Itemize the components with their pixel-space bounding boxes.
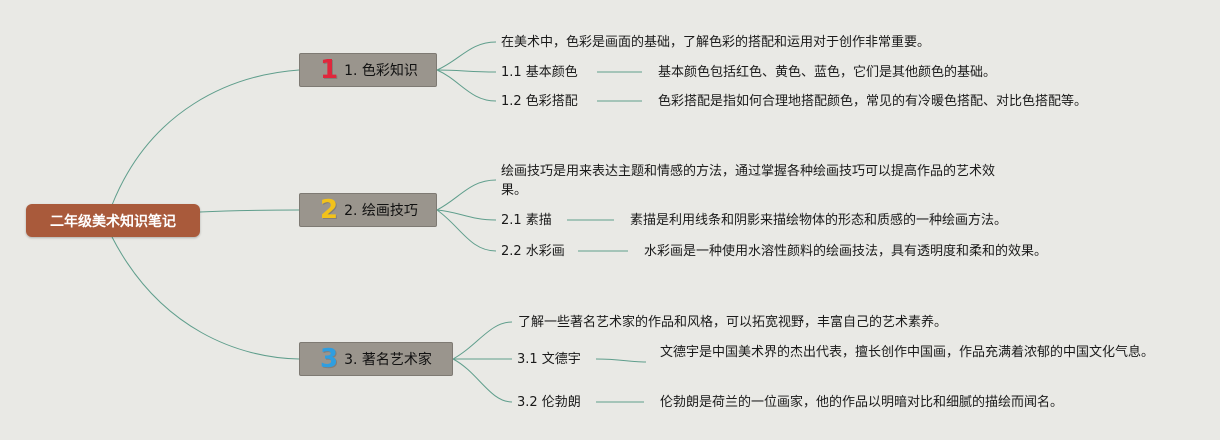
topic-label: 1. 色彩知识 [344, 63, 418, 79]
topic-to-child-connector [436, 209, 497, 221]
topic-intro: 了解一些著名艺术家的作品和风格，可以拓宽视野，丰富自己的艺术素养。 [518, 315, 948, 330]
subtopic-label[interactable]: 2.1 素描 [501, 213, 552, 228]
subtopic-description: 基本颜色包括红色、黄色、蓝色，它们是其他颜色的基础。 [658, 65, 997, 80]
root-to-topic-connector [111, 236, 300, 360]
number-one-icon: 1 [320, 55, 339, 85]
topic-intro: 绘画技巧是用来表达主题和情感的方法，通过掌握各种绘画技巧可以提高作品的艺术效果。 [501, 164, 996, 198]
topic-color-knowledge[interactable]: 1 1. 色彩知识 [299, 53, 437, 87]
sub-to-desc-connector [595, 358, 647, 363]
topic-to-child-connector [452, 358, 513, 403]
subtopic-description: 文德宇是中国美术界的杰出代表，擅长创作中国画，作品充满着浓郁的中国文化气息。 [660, 345, 1155, 360]
number-two-icon: 2 [320, 195, 339, 225]
root-node[interactable]: 二年级美术知识笔记 [26, 204, 200, 237]
subtopic-label[interactable]: 3.2 伦勃朗 [517, 395, 581, 410]
subtopic-label[interactable]: 3.1 文德宇 [517, 352, 581, 367]
topic-famous-artists[interactable]: 3 3. 著名艺术家 [299, 342, 453, 376]
subtopic-description: 素描是利用线条和阴影来描绘物体的形态和质感的一种绘画方法。 [630, 213, 1008, 228]
root-label: 二年级美术知识笔记 [50, 213, 176, 230]
subtopic-description: 色彩搭配是指如何合理地搭配颜色，常见的有冷暖色搭配、对比色搭配等。 [658, 94, 1088, 109]
number-three-icon: 3 [320, 344, 339, 374]
topic-to-child-connector [436, 209, 497, 252]
subtopic-description: 水彩画是一种使用水溶性颜料的绘画技法，具有透明度和柔和的效果。 [644, 244, 1048, 259]
topic-to-child-connector [452, 321, 513, 360]
topic-to-child-connector [436, 41, 497, 71]
subtopic-label[interactable]: 2.2 水彩画 [501, 244, 565, 259]
subtopic-description: 伦勃朗是荷兰的一位画家，他的作品以明暗对比和细腻的描绘而闻名。 [660, 395, 1064, 410]
root-to-topic-connector [199, 209, 300, 213]
topic-label: 3. 著名艺术家 [344, 352, 432, 368]
root-to-topic-connector [111, 69, 300, 206]
topic-to-child-connector [436, 69, 497, 73]
topic-painting-skills[interactable]: 2 2. 绘画技巧 [299, 193, 437, 227]
subtopic-label[interactable]: 1.1 基本颜色 [501, 65, 578, 80]
subtopic-label[interactable]: 1.2 色彩搭配 [501, 94, 578, 109]
topic-intro: 在美术中，色彩是画面的基础，了解色彩的搭配和运用对于创作非常重要。 [501, 35, 931, 50]
topic-label: 2. 绘画技巧 [344, 203, 418, 219]
topic-to-child-connector [436, 179, 497, 211]
topic-to-child-connector [436, 69, 497, 102]
